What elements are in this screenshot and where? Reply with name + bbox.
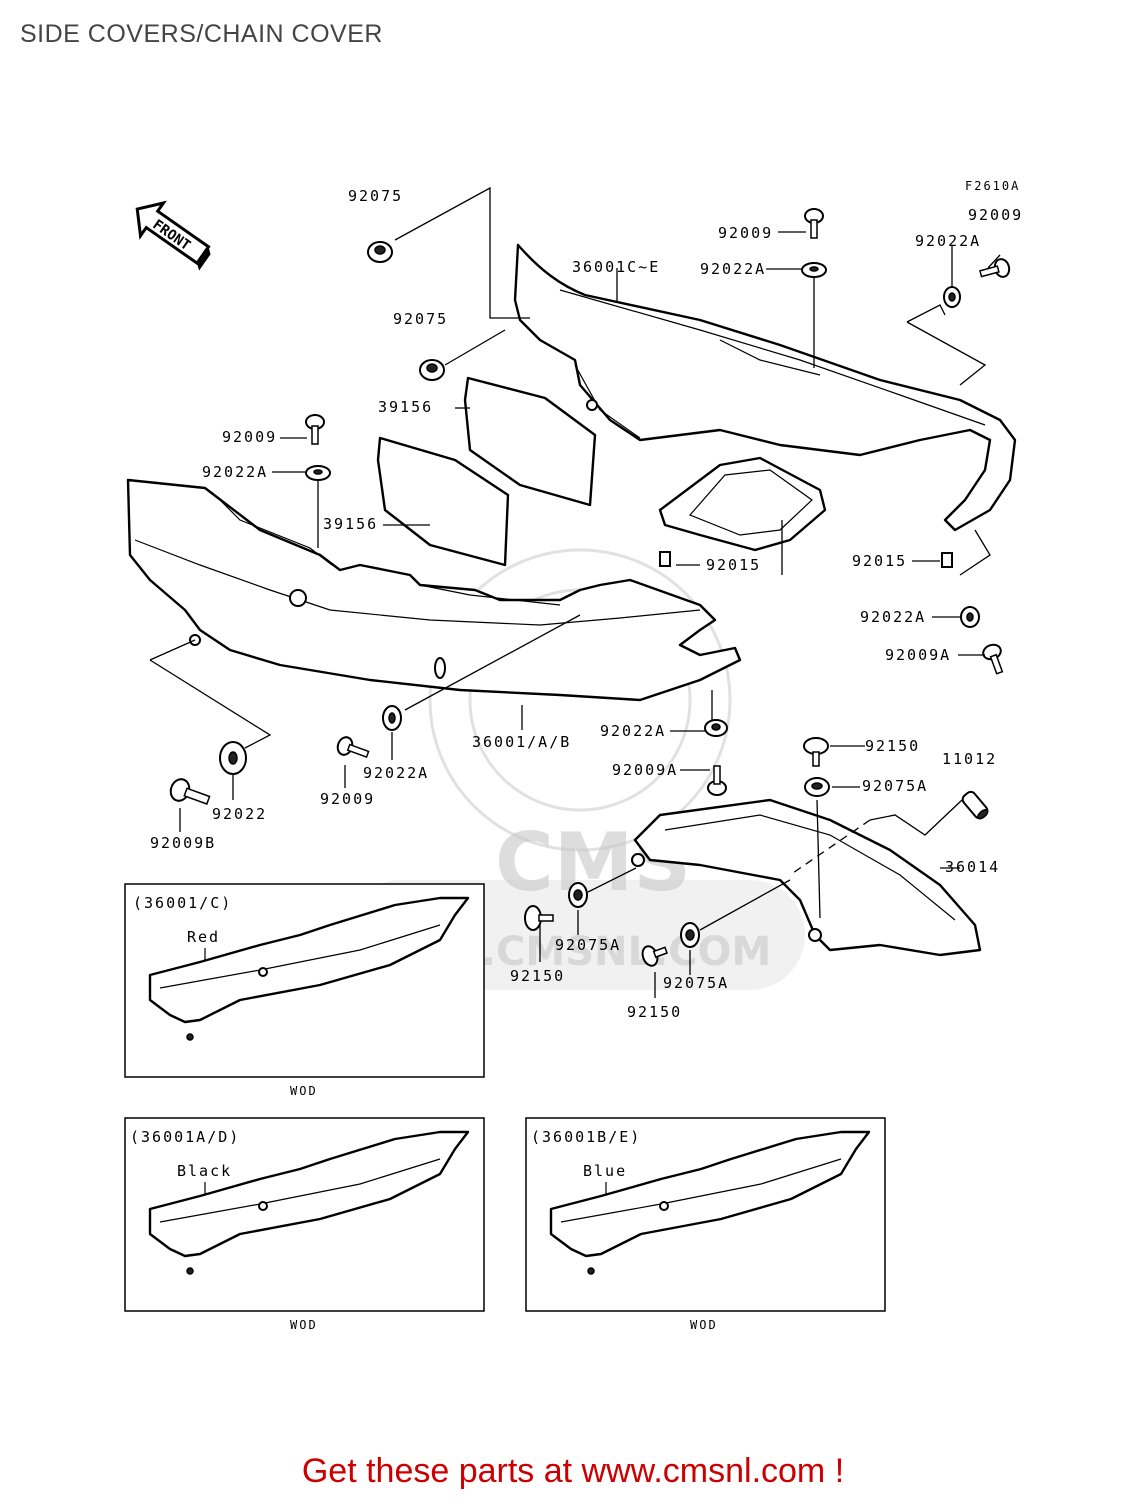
callout-36014: 36014 (945, 858, 1000, 876)
leader-lines (149, 186, 1001, 998)
callout-92075-top: 92075 (348, 187, 403, 205)
callout-92075a-top: 92075A (862, 777, 928, 795)
front-arrow-icon: FRONT (135, 200, 211, 271)
seat-tray (658, 456, 827, 552)
variant-tag: WOD (290, 1084, 318, 1098)
page-title: SIDE COVERS/CHAIN COVER (20, 20, 383, 48)
callout-92009-topright: 92009 (968, 206, 1023, 224)
callout-92015-right: 92015 (852, 552, 907, 570)
callout-92150-top: 92150 (865, 737, 920, 755)
callout-92009-bot: 92009 (320, 790, 375, 808)
chain-cover (631, 798, 982, 957)
variant-box-blue: (36001B/E) Blue WOD (525, 1117, 886, 1332)
callout-11012: 11012 (942, 750, 997, 768)
figure-code: F2610A (965, 179, 1020, 193)
callout-92075a-bot: 92075A (663, 974, 729, 992)
variant-code: (36001B/E) (531, 1128, 641, 1146)
callout-92009-left: 92009 (222, 428, 277, 446)
callout-39156-top: 39156 (378, 398, 433, 416)
parts-diagram: CMS W.CMSNL.COM F2610A FRONT (124, 179, 1023, 1332)
variant-box-black: (36001A/D) Black WOD (124, 1117, 485, 1332)
callout-92022a-bot: 92022A (363, 764, 429, 782)
callout-92009-topctr: 92009 (718, 224, 773, 242)
callout-92009a-lower: 92009A (612, 761, 678, 779)
callout-36001-a-b: 36001/A/B (472, 733, 571, 751)
callout-92022a-lower: 92022A (600, 722, 666, 740)
lower-side-cover (126, 478, 742, 702)
callout-92015-ctr: 92015 (706, 556, 761, 574)
variant-code: (36001/C) (133, 894, 232, 912)
callout-92009a-right: 92009A (885, 646, 951, 664)
variant-color: Blue (583, 1162, 627, 1180)
callout-92022a-topright: 92022A (915, 232, 981, 250)
variant-box-red: (36001/C) Red WOD (124, 883, 485, 1098)
callout-92009b: 92009B (150, 834, 216, 852)
upper-side-cover (513, 243, 1017, 532)
variant-tag: WOD (290, 1318, 318, 1332)
watermark-url: W.CMSNL.COM (440, 929, 771, 975)
callout-92022a-left: 92022A (202, 463, 268, 481)
callout-92075-mid: 92075 (393, 310, 448, 328)
variant-tag: WOD (690, 1318, 718, 1332)
callout-39156-bot: 39156 (323, 515, 378, 533)
callout-labels: 92075 92075 36001C~E 92009 92022A 92009 … (150, 187, 1023, 1021)
hardware (169, 208, 1011, 967)
callout-92022-bot: 92022 (212, 805, 267, 823)
callout-92022a-right: 92022A (860, 608, 926, 626)
variant-color: Red (187, 928, 220, 946)
callout-92022a-topctr: 92022A (700, 260, 766, 278)
callout-36001c-e: 36001C~E (572, 258, 660, 276)
callout-92150-mid: 92150 (510, 967, 565, 985)
variant-color: Black (177, 1162, 232, 1180)
callout-92075a-mid: 92075A (555, 936, 621, 954)
cmsnl-footer-link[interactable]: Get these parts at www.cmsnl.com ! (301, 1452, 845, 1490)
callout-92150-bot: 92150 (627, 1003, 682, 1021)
variant-code: (36001A/D) (130, 1128, 240, 1146)
pad-39156 (376, 376, 597, 567)
